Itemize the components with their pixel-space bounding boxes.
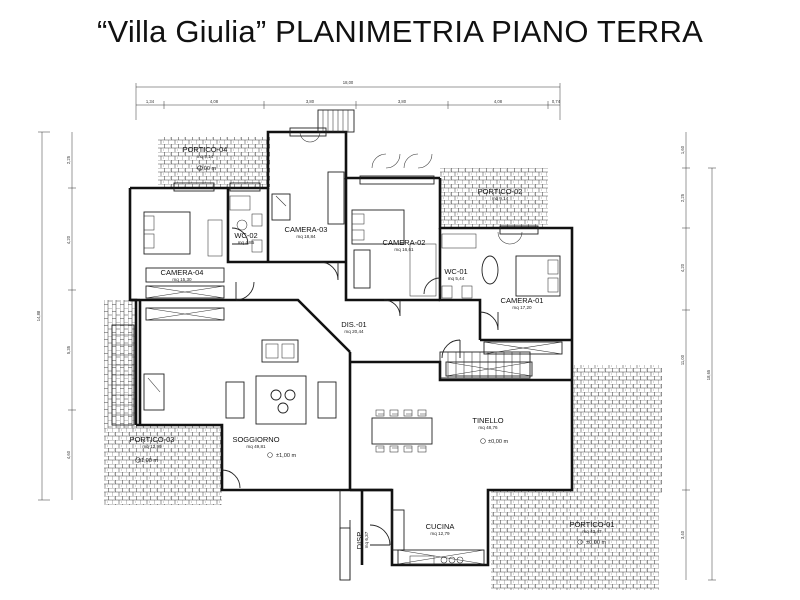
dim-left-seg-3: 5,35: [66, 345, 71, 354]
room-area-portico-02: mq 9,14: [492, 196, 509, 201]
room-area-wc-01: mq 5,44: [448, 276, 465, 281]
dim-top-total: 18,00: [343, 80, 354, 85]
dim-right-seg-3: 4,20: [680, 263, 685, 272]
elevation-portico-03: ±1,00 m: [138, 458, 159, 464]
stairs: [111, 109, 531, 426]
room-area-camera-02: mq 16,61: [394, 247, 414, 252]
dimension-lines: [38, 83, 716, 581]
room-area-portico-04: mq 9,14: [197, 154, 214, 159]
room-area-cucina: mq 12,79: [430, 531, 450, 536]
dim-left-seg-4: 4,60: [66, 450, 71, 459]
room-label-disp: DISP.: [355, 531, 364, 550]
room-label-portico-03: PORTICO-03: [130, 435, 175, 444]
room-area-camera-01: mq 17,20: [512, 305, 532, 310]
room-label-wc-01: WC-01: [444, 267, 467, 276]
paving-portico-04: [158, 137, 270, 187]
dim-right-seg-4: 3,40: [680, 530, 685, 539]
room-area-soggiorno: mq 49,81: [246, 444, 266, 449]
room-label-camera-01: CAMERA-01: [501, 296, 544, 305]
room-label-cucina: CUCINA: [426, 522, 455, 531]
room-area-camera-04: mq 15,30: [172, 277, 192, 282]
doors: [173, 127, 539, 546]
room-area-portico-03: mq 12,99: [142, 444, 162, 449]
paving-portico-03-strip: [104, 300, 136, 428]
page-title: “Villa Giulia” PLANIMETRIA PIANO TERRA: [97, 14, 703, 49]
paving-portico-01-east: [572, 365, 662, 493]
room-label-tinello: TINELLO: [472, 416, 503, 425]
room-label-dis-01: DIS.-01: [341, 320, 366, 329]
room-area-wc-02: mq 4,85: [238, 240, 255, 245]
elevation-portico-01: ±0,00 m: [586, 540, 607, 546]
elevation-tinello: ±0,00 m: [488, 439, 509, 445]
room-labels: PORTICO-04 mq 9,14 WC-02 mq 4,85 CAMERA-…: [130, 145, 615, 549]
room-label-camera-03: CAMERA-03: [285, 225, 328, 234]
furniture: [143, 171, 561, 565]
room-area-camera-03: mq 18,84: [296, 234, 316, 239]
portico-paving: [104, 137, 662, 590]
room-area-tinello: mq 48,76: [478, 425, 498, 430]
dim-right-total: 18,65: [706, 369, 711, 380]
dim-right-seg-1: 1,60: [680, 145, 685, 154]
room-label-soggiorno: SOGGIORNO: [232, 435, 279, 444]
dim-top-seg-3: 3,80: [306, 99, 315, 104]
dim-left-seg-2: 4,20: [66, 235, 71, 244]
room-label-camera-02: CAMERA-02: [383, 238, 426, 247]
paving-portico-01: [491, 490, 659, 590]
dim-top-seg-6: 0,74: [552, 99, 561, 104]
dim-top-seg-1: 1,34: [146, 99, 155, 104]
elevation-soggiorno: ±1,00 m: [276, 453, 297, 459]
elevation-portico-04: +1,00 m: [196, 166, 217, 172]
room-area-disp: mq 6,37: [364, 531, 369, 548]
paving-portico-02: [440, 168, 548, 228]
window-panels: [145, 285, 563, 581]
room-label-portico-04: PORTICO-04: [183, 145, 228, 154]
elevation-markers: [135, 165, 583, 545]
dim-top-seg-2: 4,08: [210, 99, 219, 104]
dim-right-seg-2: 2,25: [680, 193, 685, 202]
room-label-camera-04: CAMERA-04: [161, 268, 204, 277]
room-area-dis-01: mq 20,44: [344, 329, 364, 334]
dim-right-inner: 11,00: [680, 354, 685, 365]
dim-left-total: 14,88: [36, 310, 41, 321]
room-label-wc-02: WC-02: [234, 231, 257, 240]
dim-top-seg-4: 3,80: [398, 99, 407, 104]
dim-left-seg-1: 2,25: [66, 155, 71, 164]
room-label-portico-02: PORTICO-02: [478, 187, 523, 196]
room-area-portico-01: mq 43,47: [582, 529, 602, 534]
paving-portico-03: [104, 425, 222, 505]
dim-top-seg-5: 4,08: [494, 99, 503, 104]
room-label-portico-01: PORTICO-01: [570, 520, 615, 529]
